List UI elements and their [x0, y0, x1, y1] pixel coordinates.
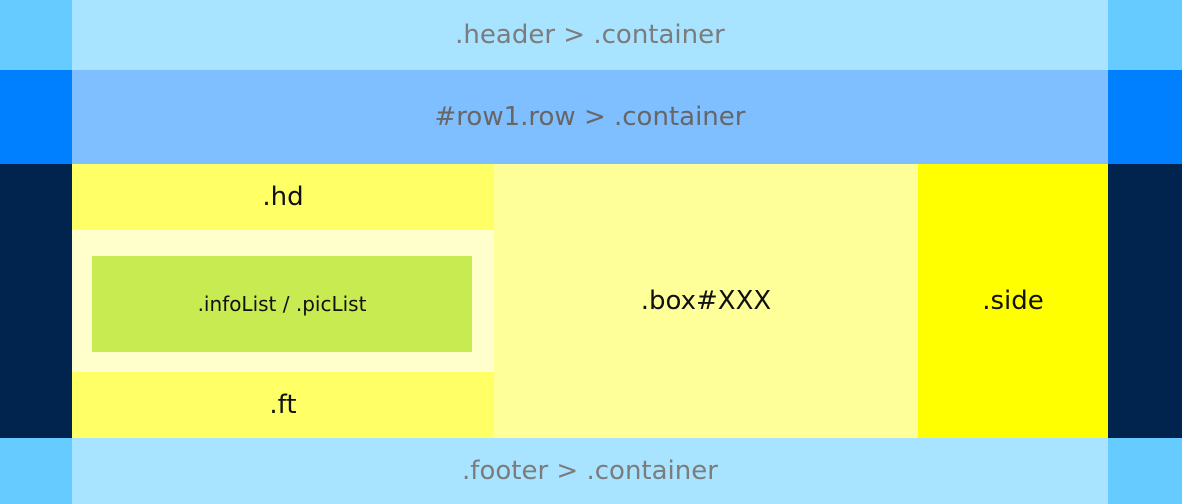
footer-edge-left — [0, 438, 72, 504]
box-label: .box#XXX — [640, 286, 772, 316]
row1-container: #row1.row > .container — [72, 70, 1108, 164]
footer-container: .footer > .container — [72, 438, 1108, 504]
header-edge-left — [0, 0, 72, 70]
ft-label: .ft — [269, 390, 297, 420]
bd-block: .infoList / .picList — [72, 230, 494, 372]
row1-band: #row1.row > .container — [0, 70, 1182, 164]
header-band: .header > .container — [0, 0, 1182, 70]
header-label: .header > .container — [455, 20, 725, 50]
info-list-block: .infoList / .picList — [92, 256, 472, 352]
left-column: .hd .infoList / .picList .ft — [72, 164, 494, 438]
box-column: .box#XXX — [494, 164, 918, 438]
main-band: .hd .infoList / .picList .ft .box#XXX .s… — [0, 164, 1182, 438]
row1-edge-left — [0, 70, 72, 164]
hd-label: .hd — [262, 182, 304, 212]
hd-block: .hd — [72, 164, 494, 230]
info-list-label: .infoList / .picList — [197, 292, 367, 316]
footer-edge-right — [1108, 438, 1182, 504]
main-container: .hd .infoList / .picList .ft .box#XXX .s… — [72, 164, 1108, 438]
footer-label: .footer > .container — [462, 456, 718, 486]
row1-edge-right — [1108, 70, 1182, 164]
row1-label: #row1.row > .container — [434, 102, 746, 132]
header-container: .header > .container — [72, 0, 1108, 70]
ft-block: .ft — [72, 372, 494, 438]
side-column: .side — [918, 164, 1108, 438]
footer-band: .footer > .container — [0, 438, 1182, 504]
main-edge-left — [0, 164, 72, 438]
side-label: .side — [982, 286, 1044, 316]
main-edge-right — [1108, 164, 1182, 438]
header-edge-right — [1108, 0, 1182, 70]
